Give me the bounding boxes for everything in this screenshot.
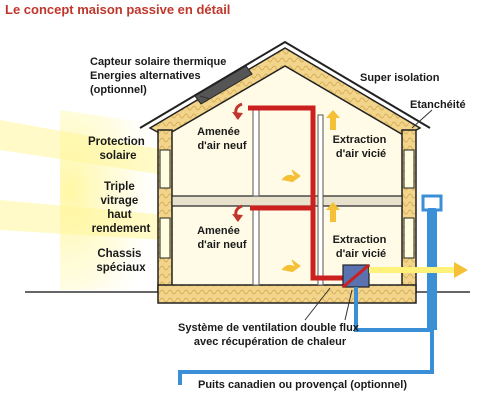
label-special-frames: Chassis spéciaux bbox=[96, 248, 146, 274]
sun-beam-upper bbox=[0, 120, 165, 175]
page-title: Le concept maison passive en détail bbox=[5, 2, 230, 17]
airflow-arrow-lower-icon bbox=[281, 259, 301, 273]
leader-airtightness bbox=[411, 109, 433, 129]
label-ventilation-system: Système de ventilation double flux avec … bbox=[178, 322, 362, 348]
stale-air-arrow-upper-icon bbox=[326, 110, 340, 130]
partition-upper bbox=[252, 109, 260, 197]
canadian-well-vent bbox=[421, 194, 443, 212]
fresh-air-arrowhead-lower-icon bbox=[232, 214, 243, 222]
canadian-well-pipe bbox=[178, 287, 434, 385]
sun-beam-lower bbox=[0, 200, 165, 240]
canadian-well-vent-arrow bbox=[428, 208, 436, 214]
label-triple-glazing: Triple vitrage haut rendement bbox=[92, 181, 151, 235]
fresh-air-duct bbox=[248, 105, 345, 281]
label-airtightness: Etanchéité bbox=[410, 99, 466, 111]
house-interior bbox=[172, 62, 402, 285]
fresh-air-arrowhead-upper-icon bbox=[232, 112, 243, 120]
window-lower-right bbox=[403, 217, 415, 259]
label-sun-protection: Protection solaire bbox=[88, 136, 148, 162]
window-upper-left bbox=[159, 149, 171, 189]
label-solar-sensor: Capteur solaire thermique Energies alter… bbox=[90, 56, 229, 96]
label-fresh-air-lower: Amenée d'air neuf bbox=[197, 225, 247, 251]
partition-lower bbox=[252, 205, 260, 286]
label-super-isolation: Super isolation bbox=[360, 72, 440, 84]
stale-air-arrow-lower-icon bbox=[326, 202, 340, 222]
window-lower-left bbox=[159, 217, 171, 259]
leader-solar bbox=[199, 95, 211, 100]
roof-outline bbox=[139, 40, 431, 129]
intermediate-floor bbox=[171, 195, 403, 207]
leader-ventilation-2 bbox=[304, 287, 331, 321]
canadian-well-intake bbox=[427, 200, 437, 330]
solar-panel bbox=[194, 65, 253, 105]
label-stale-air-lower: Extraction d'air vicié bbox=[333, 234, 390, 260]
partition-right bbox=[317, 114, 324, 286]
label-fresh-air-upper: Amenée d'air neuf bbox=[197, 126, 247, 152]
floor-slab-insulation bbox=[157, 284, 417, 304]
label-canadian-well: Puits canadien ou provençal (optionnel) bbox=[198, 379, 407, 391]
label-stale-air-upper: Extraction d'air vicié bbox=[333, 134, 390, 160]
window-upper-right bbox=[403, 149, 415, 189]
exhaust-arrow-icon bbox=[454, 262, 468, 278]
leader-ventilation bbox=[344, 289, 353, 321]
heat-recovery-diagonal bbox=[342, 263, 370, 289]
airflow-arrow-upper-icon bbox=[281, 169, 301, 183]
